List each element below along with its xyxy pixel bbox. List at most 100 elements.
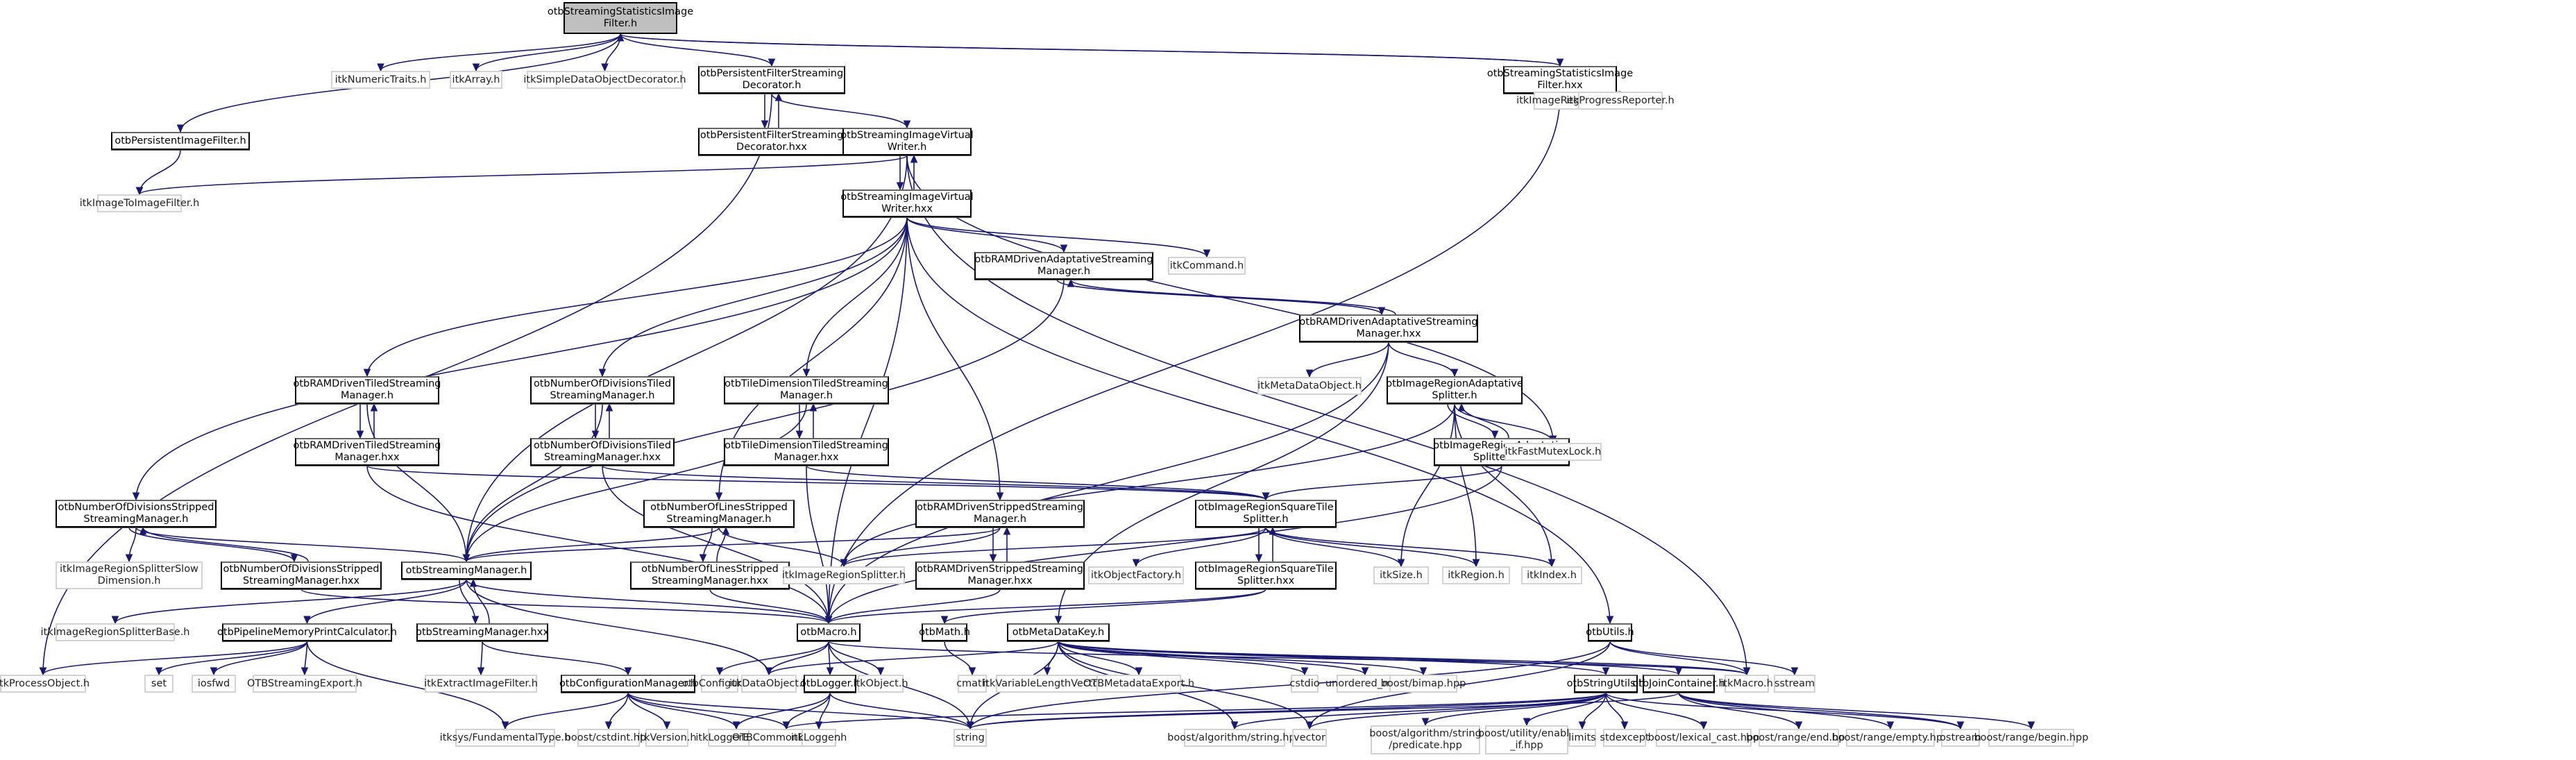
edge-otbutils-to-string xyxy=(969,641,1611,729)
edge-tdts_h-to-sm_h xyxy=(466,403,807,562)
node-itksize: itkSize.h xyxy=(1373,566,1429,584)
arrowhead-nodt_hxx-to-nodt_h xyxy=(605,403,613,412)
arrowhead-sivw_hxx-to-ramadapt_h xyxy=(1060,244,1068,253)
node-nods-hxx[interactable]: otbNumberOfDivisionsStripped StreamingMa… xyxy=(221,561,382,589)
arrowhead-sm_h-to-otbmacro xyxy=(824,616,833,625)
node-sm-hxx[interactable]: otbStreamingManager.hxx xyxy=(416,623,549,641)
arrowhead-root-to-ssif_hxx xyxy=(1556,58,1564,67)
node-joincont[interactable]: otbJoinContainer.h xyxy=(1632,675,1725,693)
arrowhead-nols_h-to-nols_hxx xyxy=(699,554,707,563)
node-otbmacro[interactable]: otbMacro.h xyxy=(797,623,861,641)
arrowhead-joincont-to-rangeempty xyxy=(1886,721,1895,730)
node-pmpc[interactable]: otbPipelineMemoryPrintCalculator.h xyxy=(217,623,397,641)
arrowhead-root-to-array xyxy=(472,63,480,72)
node-irsts-h[interactable]: otbImageRegionSquareTile Splitter.h xyxy=(1195,500,1337,527)
edge-sm_h-to-splitterbase xyxy=(115,579,467,624)
edge-strutils-to-enableif xyxy=(1526,692,1607,726)
edge-root-to-pfsd_h xyxy=(620,33,772,67)
node-ramtiled-h[interactable]: otbRAMDrivenTiledStreaming Manager.h xyxy=(294,376,441,404)
edge-nods_h-to-nods_hxx xyxy=(128,527,295,562)
node-confmgr[interactable]: otbConfigurationManager.h xyxy=(559,675,697,693)
arrowhead-pmpc-to-procobj xyxy=(39,667,47,676)
node-otbutils[interactable]: otbUtils.h xyxy=(1586,623,1634,641)
arrowhead-ramtiled_h-to-ramtiled_hxx xyxy=(356,430,364,439)
edge-strutils-to-string xyxy=(969,692,1607,729)
node-itkcommand: itkCommand.h xyxy=(1168,257,1246,275)
node-cstdio: cstdio xyxy=(1289,675,1320,693)
node-otblogger[interactable]: otbLogger.h xyxy=(800,675,860,693)
edge-iras_hxx-to-irsts_h xyxy=(1265,465,1502,500)
edge-iras_hxx-to-otbmacro xyxy=(828,465,1502,624)
node-nodt-h[interactable]: otbNumberOfDivisionsTiled StreamingManag… xyxy=(530,376,675,404)
node-cstdint: boost/cstdint.hpp xyxy=(565,729,652,747)
node-splitterbase: itkImageRegionSplitterBase.h xyxy=(41,623,190,641)
node-tdts-hxx[interactable]: otbTileDimensionTiledStreaming Manager.h… xyxy=(724,438,889,466)
node-mdkey[interactable]: otbMetaDataKey.h xyxy=(1007,623,1110,641)
node-root[interactable]: otbStreamingStatisticsImage Filter.h xyxy=(548,2,693,34)
node-sivw-hxx[interactable]: otbStreamingImageVirtual Writer.hxx xyxy=(840,189,974,217)
node-nols-h[interactable]: otbNumberOfLinesStripped StreamingManage… xyxy=(643,500,795,527)
node-ramadapt-hxx[interactable]: otbRAMDrivenAdaptativeStreaming Manager.… xyxy=(1299,314,1478,342)
edge-nodt_hxx-to-irsts_h xyxy=(602,465,1266,500)
node-ramstrip-hxx[interactable]: otbRAMDrivenStrippedStreaming Manager.hx… xyxy=(915,561,1085,589)
edge-otbutils-to-itkmacro xyxy=(1609,641,1747,675)
node-itkobject: itkObject.h xyxy=(853,675,908,693)
edge-sivw_hxx-to-tdts_h xyxy=(806,217,908,377)
node-mdexport: OTBMetadataExport.h xyxy=(1083,675,1194,693)
edge-ramadapt_hxx-to-ramadapt_h xyxy=(1070,279,1396,315)
arrowhead-mdkey-to-cstdio xyxy=(1300,667,1309,676)
edge-tdts_hxx-to-otbmacro xyxy=(806,465,829,624)
edge-iras_hxx-to-iras_h xyxy=(1461,403,1509,439)
edge-iras_h-to-fastmutex xyxy=(1454,403,1554,444)
edge-mdkey-to-itkmacro xyxy=(1058,641,1747,675)
node-pfsd-h[interactable]: otbPersistentFilterStreaming Decorator.h xyxy=(698,66,845,94)
node-ramadapt-h[interactable]: otbRAMDrivenAdaptativeStreaming Manager.… xyxy=(974,252,1153,280)
node-nodt-hxx[interactable]: otbNumberOfDivisionsTiled StreamingManag… xyxy=(530,438,675,466)
arrowhead-joincont-to-string xyxy=(966,721,974,730)
edge-irsts_hxx-to-otbmacro xyxy=(828,589,1266,624)
edge-pmpc-to-procobj xyxy=(42,641,308,675)
arrowhead-sm_h-to-pmpc xyxy=(303,616,311,625)
node-ssif-hxx[interactable]: otbStreamingStatisticsImage Filter.hxx xyxy=(1487,66,1633,94)
arrowhead-otblogger-to-loggerbase xyxy=(732,721,740,730)
arrowhead-sm_h-to-sm_hxx xyxy=(471,616,480,625)
arrowhead-nods_h-to-slowdim xyxy=(125,554,133,563)
edge-joincont-to-rangebegin xyxy=(1678,692,2032,729)
node-itkindex: itkIndex.h xyxy=(1521,566,1582,584)
arrowhead-ramadapt_hxx-to-metadataobj xyxy=(1305,369,1314,378)
node-nods-h[interactable]: otbNumberOfDivisionsStripped StreamingMa… xyxy=(56,500,217,527)
edge-sivw_hxx-to-ramtiled_h xyxy=(366,217,908,377)
edge-strutils-to-commonexp xyxy=(786,692,1607,729)
edge-sivw_h-to-sm_h xyxy=(466,155,908,562)
edge-nols_hxx-to-otbmacro xyxy=(709,589,829,624)
node-strutils[interactable]: otbStringUtils.h xyxy=(1567,675,1645,693)
arrowhead-irsts_h-to-objfactory xyxy=(1132,559,1140,568)
node-vector: vector xyxy=(1292,729,1327,747)
node-persist-if[interactable]: otbPersistentImageFilter.h xyxy=(111,132,250,150)
node-sivw-h[interactable]: otbStreamingImageVirtual Writer.h xyxy=(840,128,974,155)
node-rangeempty: boost/range/empty.hpp xyxy=(1832,729,1949,747)
edge-irsts_h-to-irsplitter xyxy=(843,527,1266,567)
arrowhead-strutils-to-enableif xyxy=(1523,718,1531,727)
node-otbmath[interactable]: otbMath.h xyxy=(919,623,970,641)
node-pfsd-hxx[interactable]: otbPersistentFilterStreaming Decorator.h… xyxy=(698,128,845,155)
edge-ramadapt_h-to-ramadapt_hxx xyxy=(1056,279,1382,315)
node-nols-hxx[interactable]: otbNumberOfLinesStripped StreamingManage… xyxy=(630,561,790,589)
node-slowdim: itkImageRegionSplitterSlow Dimension.h xyxy=(56,561,203,589)
node-tdts-h[interactable]: otbTileDimensionTiledStreaming Manager.h xyxy=(724,376,889,404)
arrowhead-otbmacro-to-itkobject xyxy=(876,667,885,676)
node-ramtiled-hxx[interactable]: otbRAMDrivenTiledStreaming Manager.hxx xyxy=(294,438,441,466)
arrowhead-joincont-to-rangeend xyxy=(1795,721,1803,730)
arrowhead-otbmath-to-cmath xyxy=(968,667,976,676)
arrowhead-sivw_hxx-to-ramtiled_h xyxy=(363,369,371,378)
node-sm-h[interactable]: otbStreamingManager.h xyxy=(401,561,532,580)
arrowhead-ramstrip_h-to-sm_h xyxy=(462,554,471,563)
edge-pfsd_h-to-sivw_h xyxy=(771,93,908,128)
edge-sivw_hxx-to-otbmacro xyxy=(828,217,908,624)
node-ramstrip-h[interactable]: otbRAMDrivenStrippedStreaming Manager.h xyxy=(915,500,1085,527)
node-iras-h[interactable]: otbImageRegionAdaptative Splitter.h xyxy=(1386,376,1523,404)
edge-irsts_hxx-to-otbmath xyxy=(944,589,1266,624)
edge-sm_h-to-pmpc xyxy=(306,579,467,624)
arrowhead-root-to-numtraits xyxy=(377,63,384,72)
node-irsts-hxx[interactable]: otbImageRegionSquareTile Splitter.hxx xyxy=(1195,561,1337,589)
